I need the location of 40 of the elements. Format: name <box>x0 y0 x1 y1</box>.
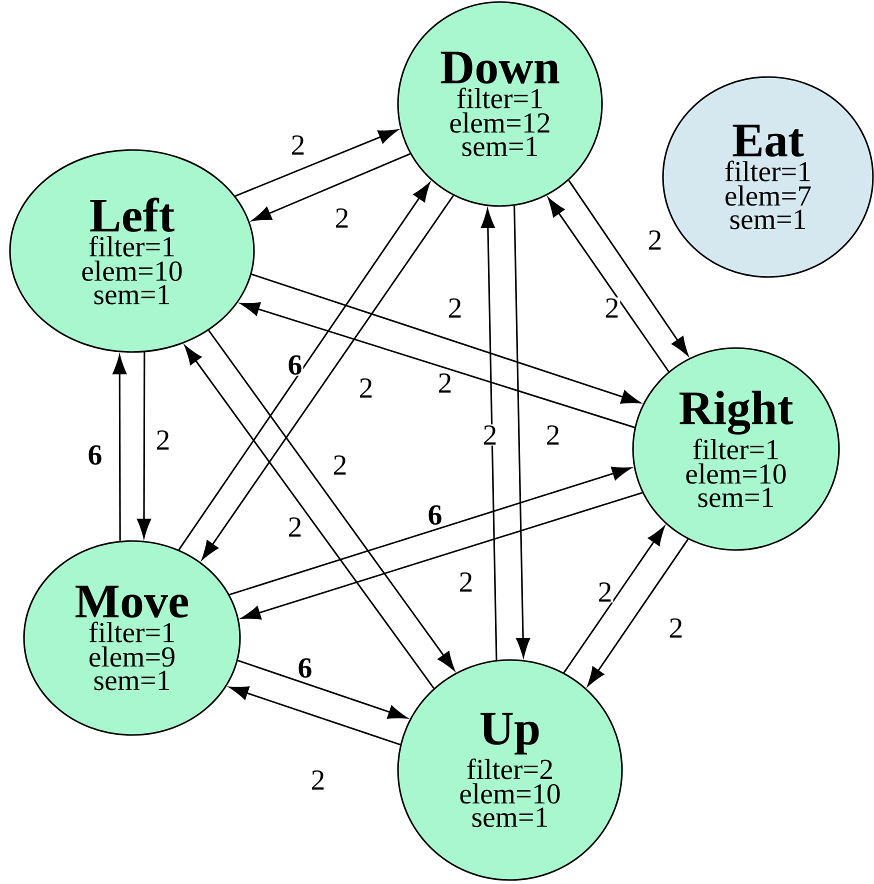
arrow <box>137 352 151 538</box>
edge-label: 2 <box>446 297 464 319</box>
edge-label: 2 <box>458 571 474 593</box>
arrow <box>208 330 455 671</box>
edge-label: 2 <box>436 372 454 394</box>
arrow <box>251 273 640 404</box>
arrow <box>563 526 665 674</box>
arrow <box>548 198 670 372</box>
edge-label: 6 <box>86 444 104 466</box>
arrow <box>184 346 434 689</box>
edge-label: 6 <box>296 657 314 679</box>
edge-label: 6 <box>286 354 304 376</box>
edge-label: 2 <box>604 297 620 319</box>
edge-label: 6 <box>426 504 444 526</box>
arrow <box>229 686 400 746</box>
edge-label: 2 <box>358 377 374 399</box>
edge-label: 2 <box>668 617 684 639</box>
arrow <box>252 153 410 222</box>
edge-label: 2 <box>310 769 326 791</box>
edge-label: 2 <box>596 581 614 603</box>
arrow <box>238 660 408 719</box>
arrow <box>202 195 454 560</box>
arrow <box>178 182 430 550</box>
arrow <box>568 180 688 356</box>
arrow <box>587 538 689 686</box>
arrow <box>241 492 642 620</box>
arrow <box>112 355 127 541</box>
arrow <box>229 466 632 596</box>
edge-label: 2 <box>290 134 306 156</box>
edge-label: 2 <box>334 207 350 229</box>
edge-label: 2 <box>482 424 498 446</box>
arrow <box>514 206 530 658</box>
arrow <box>480 208 498 660</box>
edge-label: 2 <box>544 424 562 446</box>
arrow <box>235 129 398 197</box>
edge-label: 2 <box>332 454 348 476</box>
edge-label: 2 <box>646 229 664 251</box>
edge-label: 2 <box>286 516 304 538</box>
arrow <box>240 302 635 428</box>
edge-label: 2 <box>154 429 172 451</box>
